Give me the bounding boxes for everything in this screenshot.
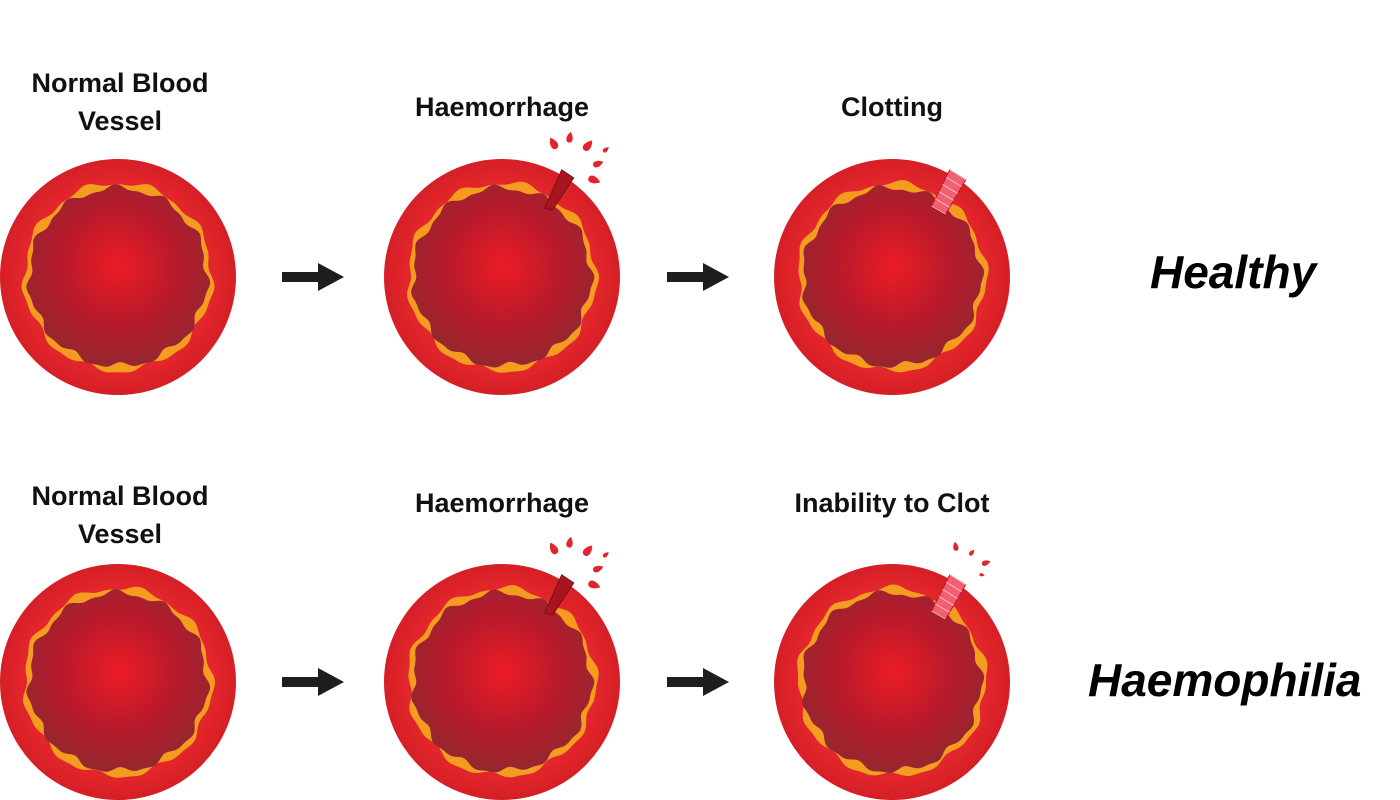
vessel-failed-clot: [774, 541, 1010, 800]
stage-label-normal-vessel-healthy: Normal Blood Vessel: [20, 64, 220, 140]
rupture-tear: [543, 574, 575, 616]
blood-drop-icon: [588, 175, 601, 184]
vessels-layer: [0, 131, 1010, 800]
stage-label-line: Vessel: [77, 519, 163, 549]
blood-drop-icon: [602, 552, 609, 558]
stage-label-line: Vessel: [77, 106, 163, 136]
vessel-ruptured: [384, 131, 620, 395]
vessel-lumen: [26, 589, 211, 772]
blood-drop-icon: [566, 536, 573, 548]
blood-drop-icon: [968, 549, 975, 556]
vessel-clotted: [774, 159, 1010, 395]
blood-drop-icon: [588, 580, 601, 589]
arrow-right-icon: [667, 668, 729, 696]
stage-label-haemorrhage-haemophilia: Haemorrhage: [402, 484, 602, 522]
arrow-right-icon: [282, 263, 344, 291]
vessel-lumen: [411, 184, 595, 368]
stage-label-inability-to-clot: Inability to Clot: [772, 484, 1012, 522]
vessel-intact: [0, 564, 236, 800]
arrows-layer: [282, 263, 729, 696]
stage-label-line: Haemorrhage: [414, 488, 590, 518]
blood-drop-icon: [602, 147, 609, 153]
row-label-healthy: Healthy: [1150, 246, 1317, 298]
vessel-lumen: [411, 589, 595, 773]
stage-label-haemorrhage-healthy: Haemorrhage: [402, 88, 602, 126]
blood-drop-icon: [566, 131, 573, 143]
blood-drop-icon: [981, 560, 991, 566]
blood-spray: [953, 541, 991, 577]
blood-drop-icon: [979, 573, 985, 577]
clot-mesh-icon: [930, 169, 967, 215]
blood-drop-icon: [582, 545, 593, 556]
blood-drop-icon: [549, 542, 559, 555]
row-label-haemophilia: Haemophilia: [1088, 654, 1362, 706]
arrow-right-icon: [667, 263, 729, 291]
clot-mesh-icon: [930, 574, 967, 620]
vessel-lumen: [802, 185, 985, 368]
arrow-right-icon: [282, 668, 344, 696]
stage-label-line: Inability to Clot: [794, 488, 990, 518]
blood-drop-icon: [592, 160, 604, 168]
stage-label-line: Haemorrhage: [414, 92, 590, 122]
vessel-lumen: [26, 184, 211, 367]
stage-label-line: Normal Blood: [31, 68, 209, 98]
blood-spray: [549, 131, 609, 184]
stage-label-line: Clotting: [841, 92, 943, 122]
blood-drop-icon: [582, 140, 593, 151]
blood-spray: [549, 536, 609, 589]
vessel-ruptured: [384, 536, 620, 800]
stage-label-clotting: Clotting: [792, 88, 992, 126]
blood-drop-icon: [592, 565, 604, 573]
stage-label-normal-vessel-haemophilia: Normal Blood Vessel: [20, 477, 220, 553]
blood-drop-icon: [953, 541, 959, 551]
stage-label-line: Normal Blood: [31, 481, 209, 511]
vessel-intact: [0, 159, 236, 395]
vessel-lumen: [802, 590, 985, 773]
blood-drop-icon: [549, 137, 559, 150]
rupture-tear: [543, 169, 575, 211]
